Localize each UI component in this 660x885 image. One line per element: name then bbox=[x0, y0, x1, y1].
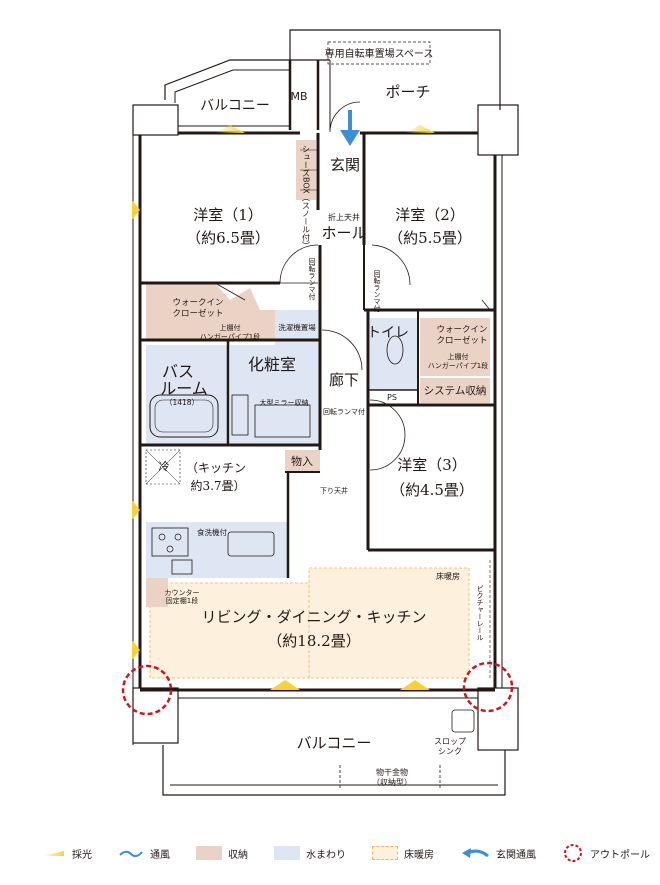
western2-name: 洋室（2） bbox=[395, 206, 465, 224]
wic-right-2: クローゼット bbox=[436, 335, 487, 346]
lower-ceiling-label: 下り天井 bbox=[320, 486, 348, 495]
legend-floor-heating-label: 床暖房 bbox=[404, 849, 434, 861]
hall-note: 折上天井 bbox=[328, 212, 360, 222]
genkan-label: 玄関 bbox=[330, 156, 360, 174]
storage-label: 物入 bbox=[291, 454, 313, 468]
wic-right-shelf-1: 上棚付 bbox=[448, 352, 469, 361]
wic-left-2: クローゼット bbox=[172, 308, 223, 319]
bath-label-2: ルーム bbox=[160, 379, 208, 398]
lamp-note-center: 回転ランマ付 bbox=[323, 407, 365, 416]
wic-left-shelf-1: 上棚付 bbox=[220, 323, 241, 332]
kitchen-label-2: 約3.7畳） bbox=[190, 478, 245, 493]
lamp-note-left: 回転ランマ付 bbox=[308, 258, 316, 301]
dry-label-1: 物干金物 bbox=[376, 767, 408, 777]
kitchen-label-1: （キッチン bbox=[186, 461, 246, 475]
mirror-label: 大型ミラー収納 bbox=[260, 398, 309, 407]
system-storage-fill bbox=[420, 378, 490, 403]
western1-size: （約6.5畳） bbox=[186, 229, 270, 247]
ldk-size: （約18.2畳） bbox=[267, 632, 360, 650]
wic-left-shelf-2: ハンガーパイプ1段 bbox=[200, 332, 260, 341]
bicycle-space bbox=[327, 41, 431, 65]
legend-light: 採光 bbox=[40, 846, 92, 861]
legend-floor-heating: 床暖房 bbox=[372, 846, 434, 861]
dry-label-2: （収納型） bbox=[372, 777, 412, 787]
legend-outpole-label: アウトポール bbox=[590, 849, 650, 861]
lamp-note-right: 回転ランマ付 bbox=[373, 270, 381, 313]
ps-label: PS bbox=[387, 393, 397, 402]
balcony-top-label: バルコニー bbox=[200, 98, 270, 114]
western1-name: 洋室（1） bbox=[193, 206, 263, 224]
entrance-vent-icon bbox=[462, 848, 489, 858]
bath-label-1: バス bbox=[162, 362, 194, 381]
bicycle-label: 専用自転車置場スペース bbox=[325, 47, 434, 60]
light-icon bbox=[42, 851, 64, 856]
floor-heating-note: 床暖房 bbox=[436, 571, 460, 581]
toilet-fill bbox=[370, 318, 418, 390]
counter-label-1: カウンター bbox=[165, 588, 200, 597]
floor-heating-swatch bbox=[372, 846, 398, 860]
wic-left-1: ウォークイン bbox=[172, 298, 223, 308]
western3-name: 洋室（3） bbox=[397, 456, 467, 474]
legend-entrance-vent: 玄関通風 bbox=[460, 846, 536, 861]
mb-label: MB bbox=[290, 90, 307, 103]
storage-swatch bbox=[196, 846, 222, 860]
outpole-marker-right bbox=[462, 661, 514, 713]
outpole-marker-left bbox=[121, 664, 173, 716]
vanity-label: 化粧室 bbox=[248, 355, 296, 374]
legend-outpole: アウトポール bbox=[562, 842, 650, 864]
legend-storage-label: 収納 bbox=[228, 849, 248, 861]
counter-label-2: 固定棚1段 bbox=[166, 596, 198, 605]
laundry-label: 洗濯機置場 bbox=[278, 322, 316, 332]
corridor-label: 廊下 bbox=[329, 371, 359, 389]
hall-label: ホール bbox=[321, 224, 366, 242]
shoes-box-label: シューズBOX（スノール付） bbox=[302, 145, 311, 250]
ldk-name: リビング・ダイニング・キッチン bbox=[201, 608, 426, 626]
ventilation-icon bbox=[119, 850, 143, 858]
water-swatch bbox=[274, 846, 300, 860]
picture-rail-label: ピクチャーレール bbox=[476, 585, 484, 641]
bath-size: （1418） bbox=[165, 398, 199, 407]
porch-label: ポーチ bbox=[385, 83, 430, 101]
western3-size: （約4.5畳） bbox=[390, 481, 474, 499]
light-markers bbox=[132, 125, 435, 690]
kitchen-counter-fill bbox=[146, 522, 288, 578]
slop-label-1: スロップ bbox=[434, 737, 466, 746]
floor-heating-area bbox=[149, 582, 311, 679]
walls bbox=[132, 29, 519, 796]
legend-water: 水まわり bbox=[274, 846, 346, 861]
western2-size: （約5.5畳） bbox=[388, 229, 472, 247]
legend-light-label: 採光 bbox=[72, 849, 92, 861]
wic-right-shelf-2: ハンガーパイプ1段 bbox=[428, 361, 488, 370]
legend: 採光 通風 収納 水まわり 床暖房 玄関通風 アウトポール bbox=[40, 840, 650, 866]
balcony-bottom-label: バルコニー bbox=[297, 734, 372, 752]
outpole-icon bbox=[564, 844, 582, 862]
fridge-label: 冷 bbox=[159, 460, 170, 473]
legend-entrance-vent-label: 玄関通風 bbox=[496, 849, 536, 861]
legend-ventilation-label: 通風 bbox=[150, 849, 170, 861]
system-storage-label: システム収納 bbox=[424, 384, 487, 397]
floor-heating-area-2 bbox=[308, 567, 470, 679]
wic-right-fill bbox=[420, 318, 490, 376]
dishwasher-label: 食洗機付 bbox=[197, 527, 227, 537]
wic-left-fill bbox=[146, 283, 275, 340]
legend-water-label: 水まわり bbox=[306, 849, 346, 861]
storage-fill bbox=[285, 450, 320, 472]
entrance-vent-arrow bbox=[340, 110, 360, 146]
wic-right-1: ウォークイン bbox=[436, 325, 487, 335]
legend-storage: 収納 bbox=[196, 846, 248, 861]
slop-label-2: シンク bbox=[438, 747, 462, 756]
toilet-label: トイレ bbox=[367, 325, 409, 341]
legend-ventilation: 通風 bbox=[118, 846, 170, 861]
